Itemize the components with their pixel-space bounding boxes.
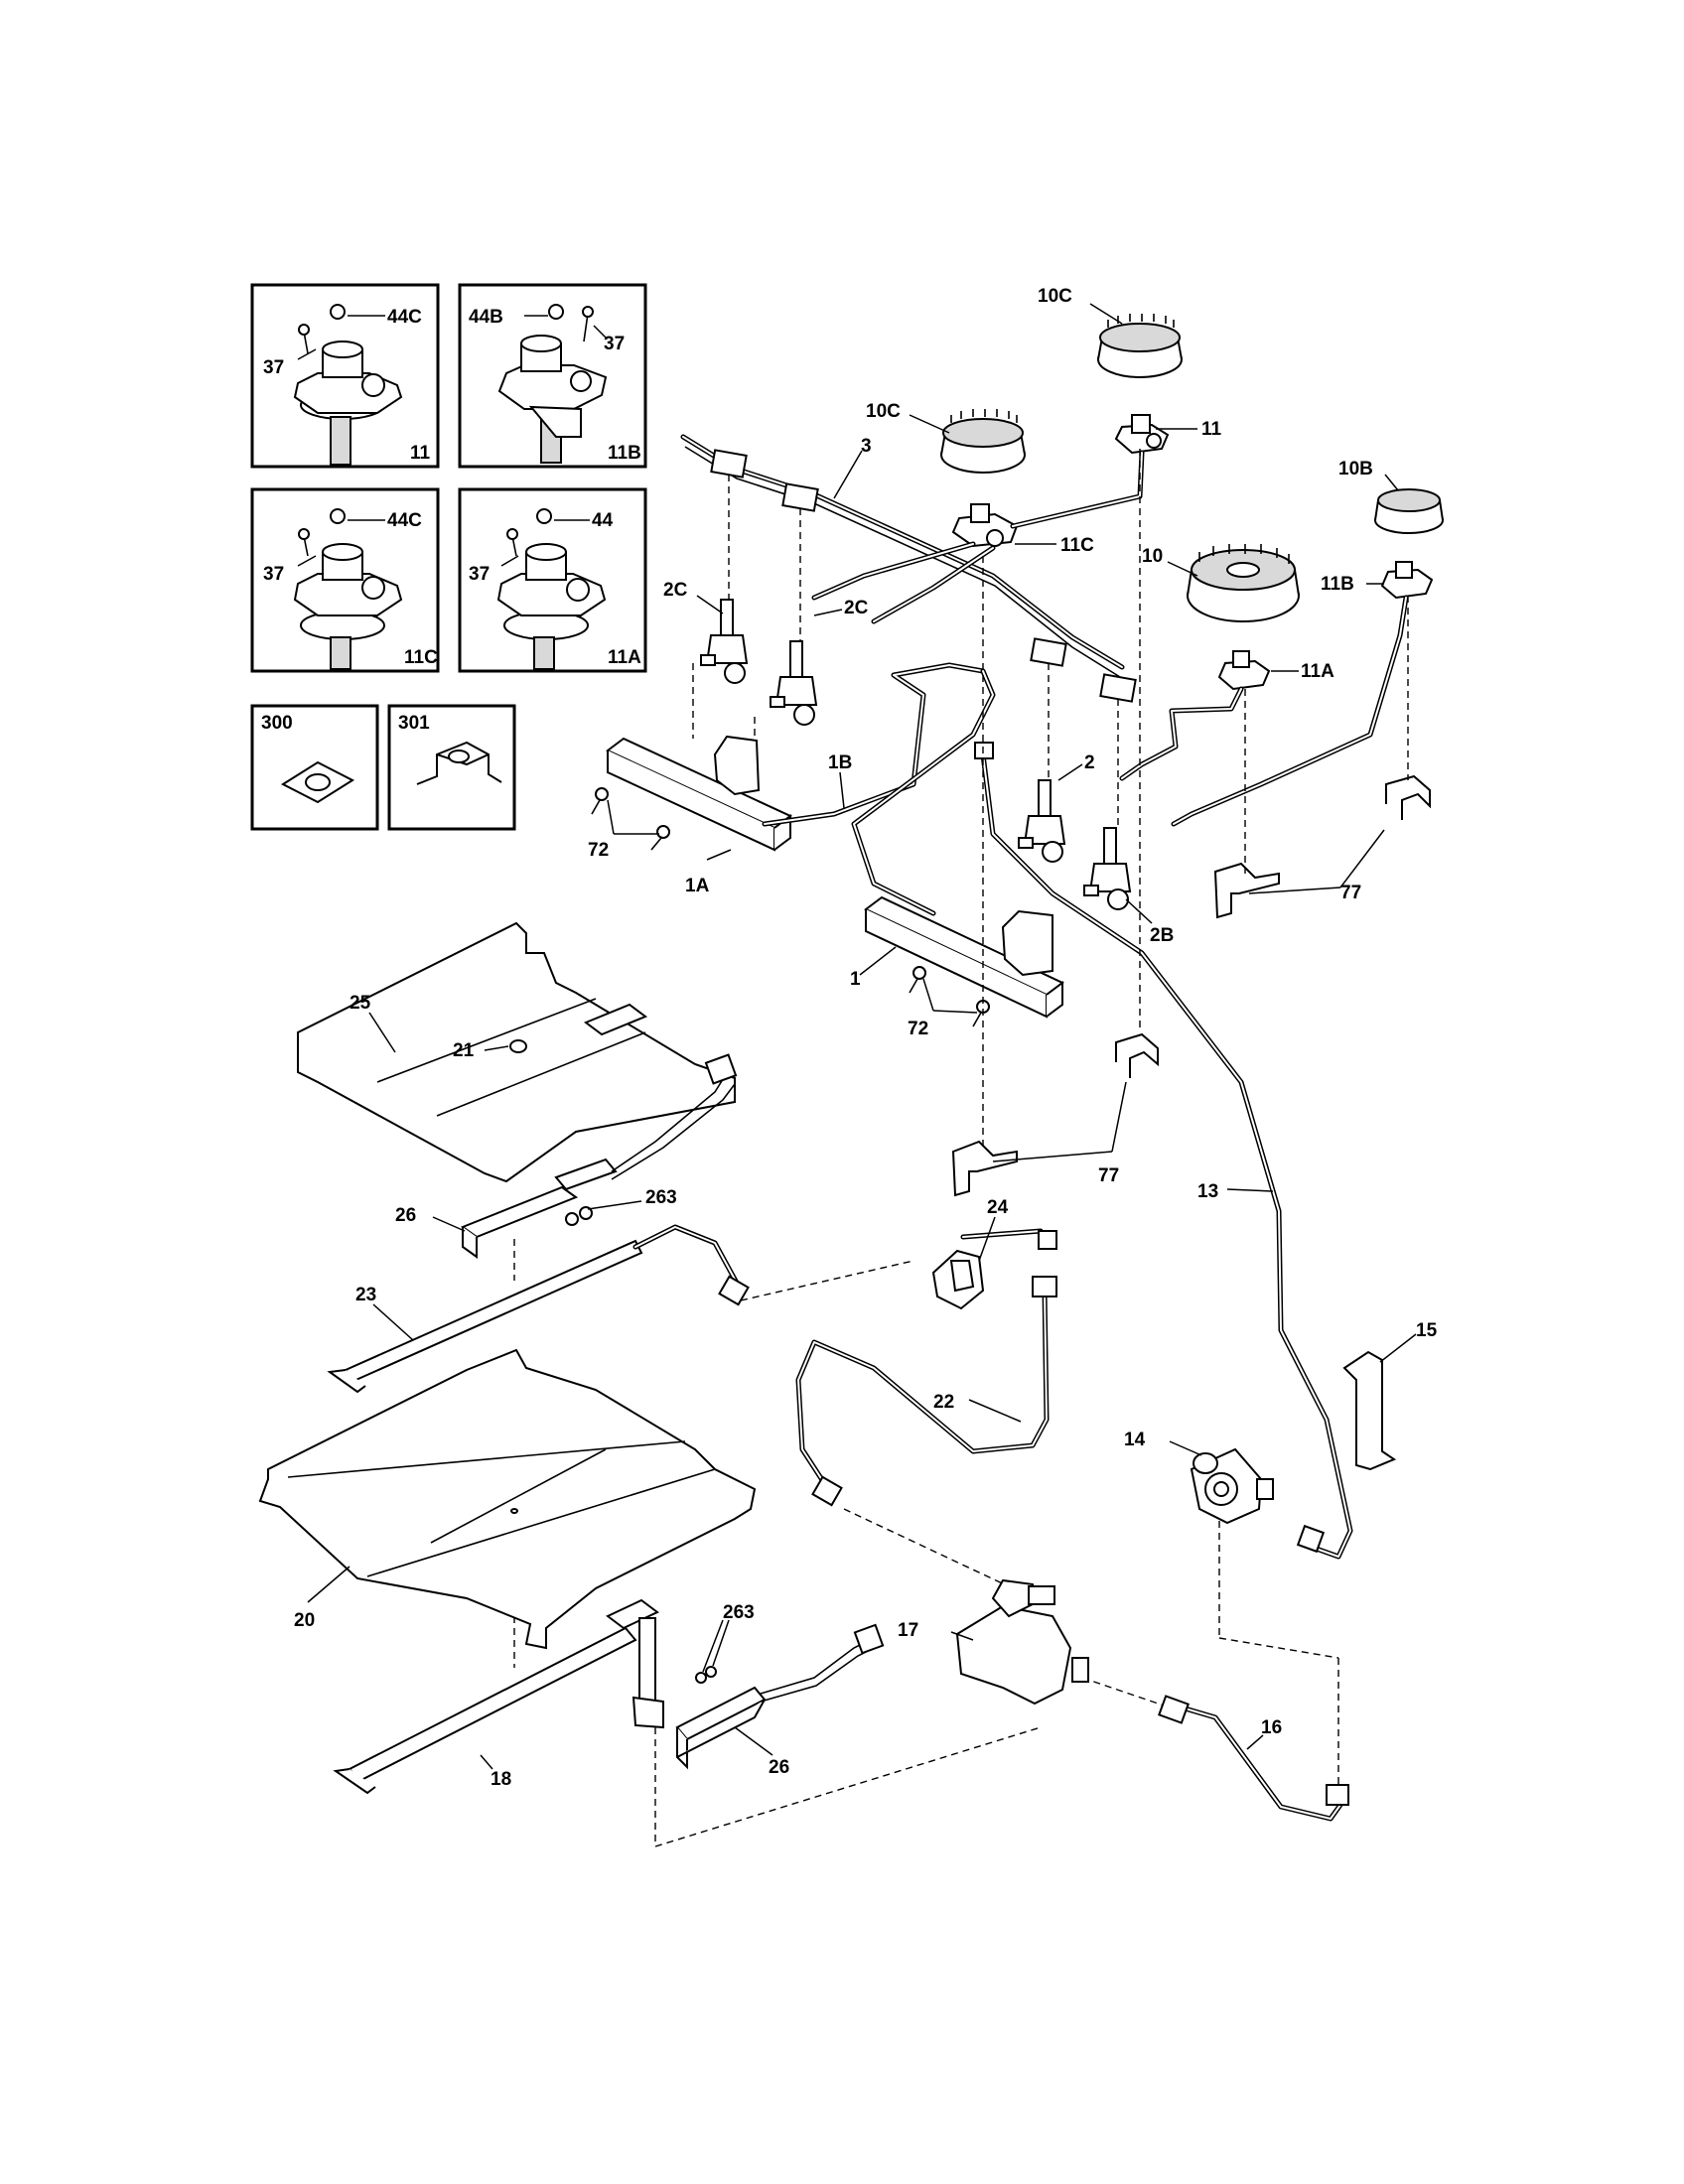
label-24: 24 <box>987 1197 1009 1218</box>
tube-22 <box>795 1276 1057 1507</box>
label-2: 2 <box>1084 752 1095 773</box>
label-44C-b: 44C <box>387 510 422 531</box>
label-20: 20 <box>294 1610 315 1631</box>
igniter-26-a <box>432 1053 738 1259</box>
label-11B-inset: 11B <box>608 443 641 464</box>
label-18: 18 <box>491 1769 511 1790</box>
label-26-b: 26 <box>769 1757 789 1778</box>
label-10C-top: 10C <box>1038 286 1072 307</box>
label-11C: 11C <box>1060 535 1094 556</box>
regulator-14 <box>1169 1440 1274 1525</box>
manifold-1 <box>859 895 1064 1019</box>
tube-13 <box>974 742 1353 1560</box>
label-3: 3 <box>861 436 872 457</box>
bracket-77-top <box>1213 774 1431 919</box>
label-11B: 11B <box>1321 574 1354 595</box>
label-10C: 10C <box>866 401 901 422</box>
burner-cap-10C-top <box>1089 303 1183 378</box>
label-72-b: 72 <box>908 1019 928 1039</box>
inset-11A: 44 37 11A <box>458 487 647 673</box>
inset-300: 300 <box>250 704 379 831</box>
label-11A-inset: 11A <box>608 647 641 668</box>
burner-cap-10 <box>1167 544 1300 622</box>
bake-burner-18 <box>333 1598 664 1795</box>
label-13: 13 <box>1197 1181 1218 1202</box>
label-21: 21 <box>453 1040 475 1061</box>
label-23: 23 <box>355 1285 376 1305</box>
burner-head-11A <box>1217 650 1299 691</box>
label-44: 44 <box>592 510 614 531</box>
valve-2B <box>1083 827 1153 924</box>
label-77-b: 77 <box>1098 1165 1119 1186</box>
label-44B: 44B <box>469 307 503 328</box>
valve-2C-a <box>696 595 749 684</box>
label-37-a: 37 <box>263 357 284 378</box>
inset-11B: 44B 37 11B <box>458 283 647 469</box>
safety-valve-17 <box>950 1578 1089 1706</box>
burner-tube-23 <box>327 1224 750 1394</box>
burner-head-11 <box>1114 414 1197 455</box>
alignment-lines <box>513 449 1409 1847</box>
screws-72-a <box>591 787 670 851</box>
label-37-b: 37 <box>604 334 625 354</box>
screws-72-b <box>909 966 990 1027</box>
label-17: 17 <box>898 1620 918 1641</box>
label-22: 22 <box>933 1392 954 1413</box>
label-16: 16 <box>1261 1717 1282 1738</box>
label-301: 301 <box>398 713 430 734</box>
bracket-77-bottom <box>951 1032 1159 1197</box>
inset-11: 44C 37 11 <box>250 283 440 469</box>
label-1: 1 <box>850 969 861 990</box>
label-11C-inset: 11C <box>404 647 438 668</box>
label-2C-b: 2C <box>844 598 869 618</box>
manifold-1A <box>606 735 792 861</box>
label-1B: 1B <box>828 752 852 773</box>
label-37-c: 37 <box>263 564 284 585</box>
label-263-b: 263 <box>723 1602 755 1623</box>
label-37-d: 37 <box>469 564 490 585</box>
igniter-26-b <box>675 1623 885 1770</box>
label-77-a: 77 <box>1340 883 1361 903</box>
inset-11C: 44C 37 11C <box>250 487 440 673</box>
label-2B: 2B <box>1150 925 1174 946</box>
label-10B: 10B <box>1338 459 1373 479</box>
label-15: 15 <box>1416 1320 1438 1341</box>
label-10: 10 <box>1142 546 1163 567</box>
label-11: 11 <box>1201 419 1222 440</box>
label-25: 25 <box>350 993 371 1014</box>
burner-cap-10C <box>909 409 1026 474</box>
valve-2 <box>1018 763 1083 863</box>
burner-cap-10B <box>1374 474 1444 534</box>
label-14: 14 <box>1124 1430 1146 1450</box>
inset-301: 301 <box>387 704 516 831</box>
label-44C-a: 44C <box>387 307 422 328</box>
tube-16 <box>1158 1695 1349 1822</box>
label-11-inset: 11 <box>410 443 431 464</box>
manifold-rail-3 <box>680 434 1137 703</box>
label-2C-a: 2C <box>663 580 688 601</box>
burner-head-11C <box>951 503 1056 548</box>
orifice-holder-24 <box>931 1216 1057 1310</box>
valve-2C-b <box>770 609 843 726</box>
label-11A: 11A <box>1301 661 1334 682</box>
bracket-15 <box>1342 1333 1417 1471</box>
burner-head-11B <box>1366 561 1434 600</box>
heat-shield-25 <box>297 921 736 1183</box>
label-72-a: 72 <box>588 840 609 861</box>
label-263-a: 263 <box>645 1187 677 1208</box>
label-1A: 1A <box>685 876 710 896</box>
label-300: 300 <box>261 713 293 734</box>
bottom-shield-20 <box>258 1348 757 1650</box>
label-26-a: 26 <box>395 1205 416 1226</box>
